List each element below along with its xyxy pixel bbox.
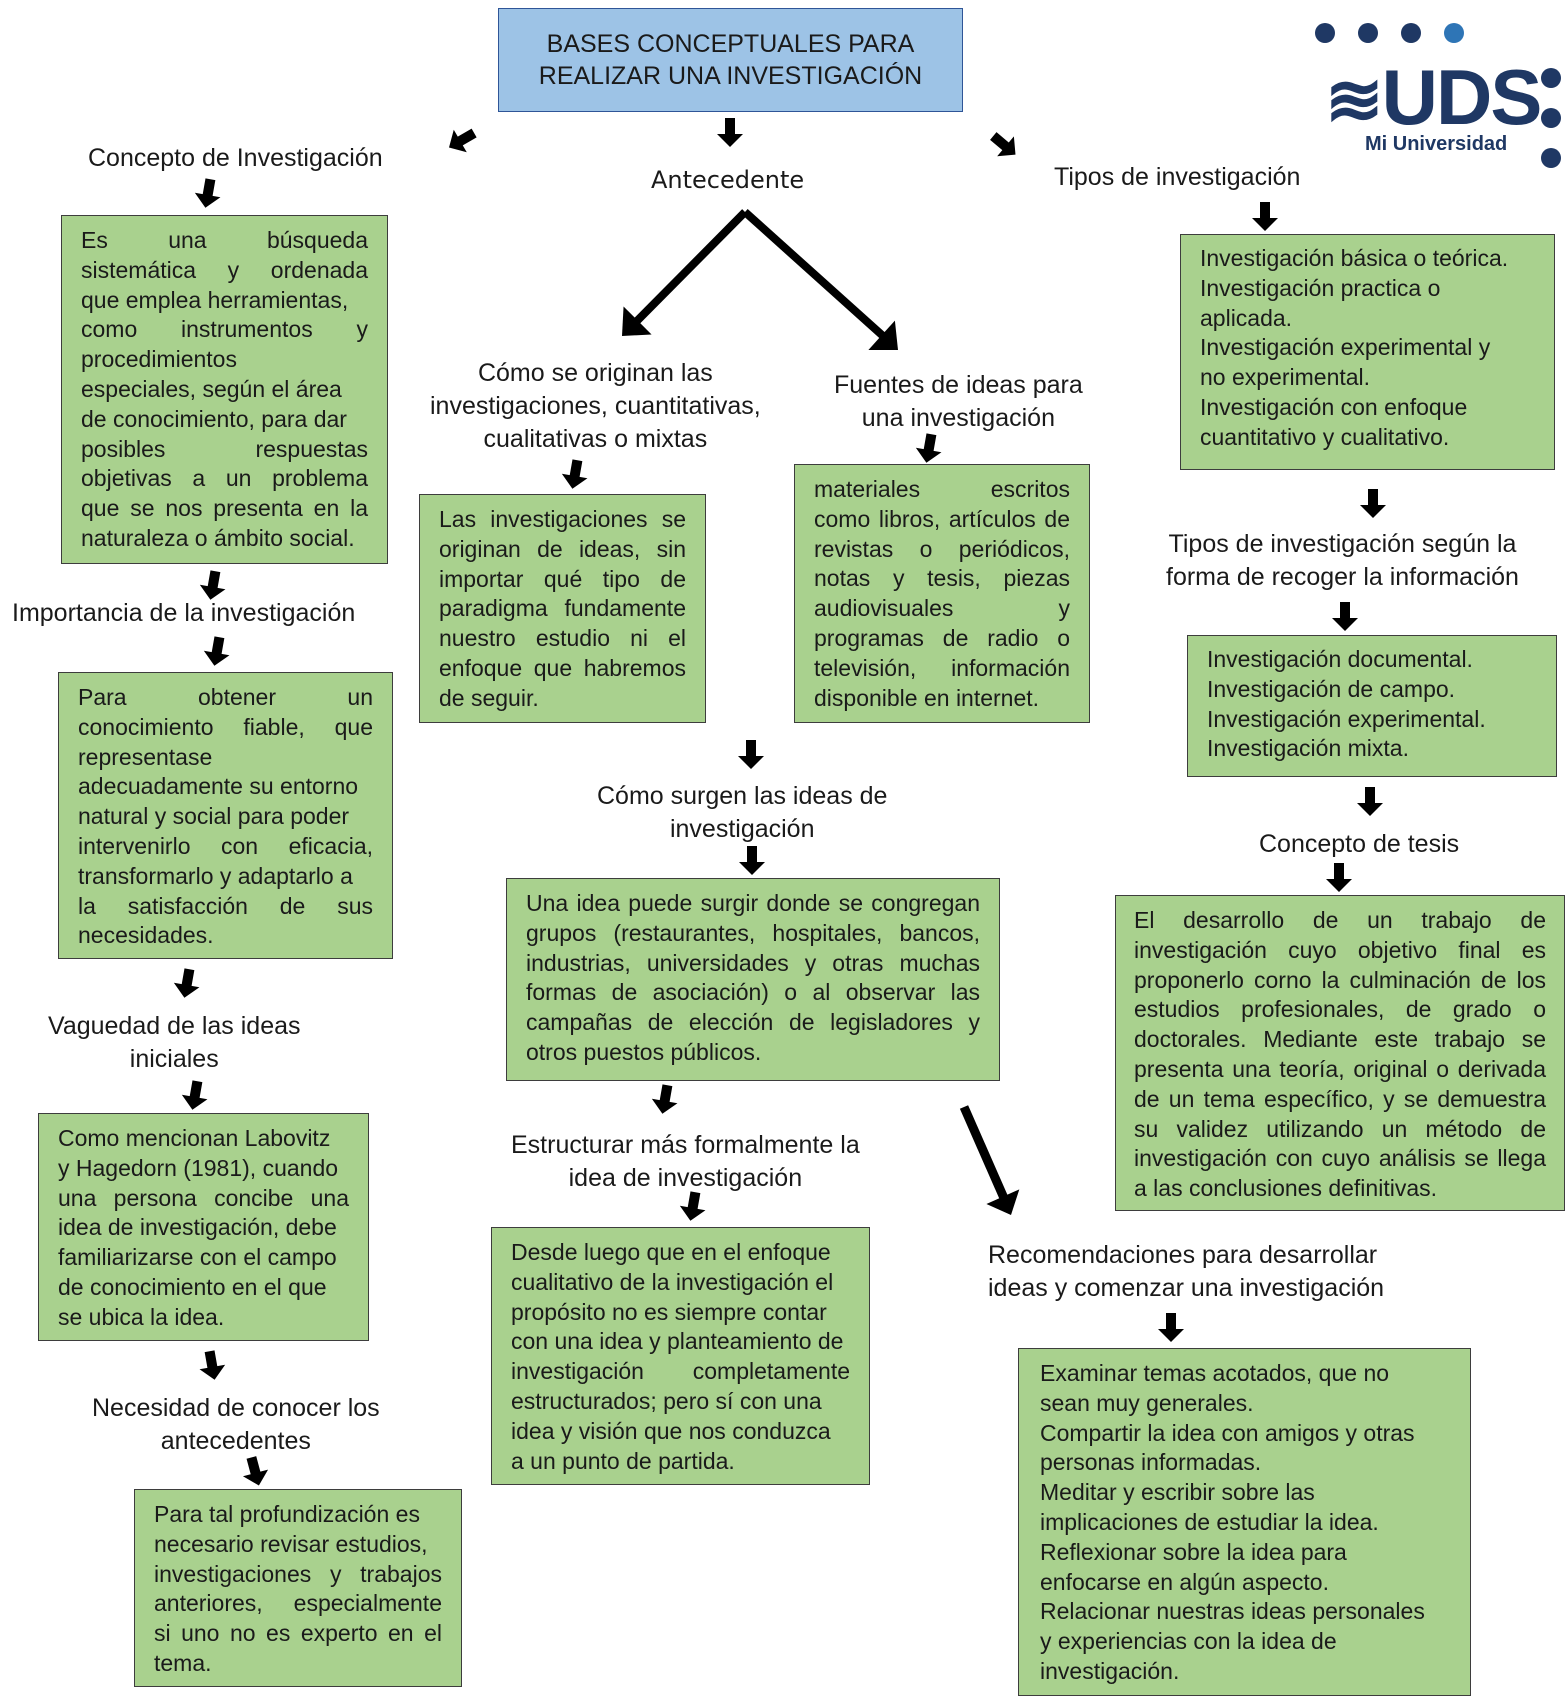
branch-line-left <box>625 209 748 333</box>
arrow-to-importancia-box <box>203 636 230 666</box>
arrow-to-tesis <box>1357 787 1383 816</box>
heading-necesidad: Necesidad de conocer los antecedentes <box>92 1394 380 1455</box>
logo-tagline: Mi Universidad <box>1365 133 1508 155</box>
origen-box: Las investigaciones se originan de ideas… <box>419 494 706 723</box>
arrow-to-fuentes-box <box>915 433 942 463</box>
arrow-to-estructurar <box>651 1084 678 1114</box>
arrow-to-tesis-box <box>1326 863 1352 892</box>
vaguedad-text: Como mencionan Labovitz y Hagedorn (1981… <box>58 1125 349 1330</box>
logo-dot <box>1315 23 1335 43</box>
arrow-to-vaguedad <box>173 968 200 998</box>
estructurar-text: Desde luego que en el enfoque cualitativ… <box>511 1239 850 1474</box>
heading-tipos-forma: Tipos de investigación según la forma de… <box>1166 530 1519 591</box>
tipos-box: Investigación básica o teórica. Investig… <box>1180 234 1555 470</box>
estructurar-box: Desde luego que en el enfoque cualitativ… <box>491 1227 870 1485</box>
heading-origen: Cómo se originan las investigaciones, cu… <box>430 359 761 453</box>
surgen-box: Una idea puede surgir donde se congregan… <box>506 878 1000 1081</box>
tesis-box: El desarrollo de un trabajo de investiga… <box>1115 895 1565 1211</box>
logo-dot <box>1541 148 1561 168</box>
arrow-to-estructurar-box <box>679 1191 706 1221</box>
heading-concepto: Concepto de Investigación <box>88 144 383 172</box>
recomendaciones-text: Examinar temas acotados, que no sean muy… <box>1040 1360 1425 1684</box>
logo-dot <box>1358 23 1378 43</box>
arrow-to-tipos-forma <box>1360 489 1386 518</box>
heading-surgen: Cómo surgen las ideas de investigación <box>597 782 888 843</box>
title-line: REALIZAR UNA INVESTIGACIÓN <box>538 62 923 90</box>
origen-text: Las investigaciones se originan de ideas… <box>439 506 686 711</box>
wave-icon: ≋ <box>1325 61 1384 139</box>
arrow-to-antecedente <box>717 118 743 147</box>
diagonal-line-recomendaciones <box>959 1105 1012 1207</box>
logo-wordmark: ≋UDS <box>1325 53 1542 141</box>
title-line: BASES CONCEPTUALES PARA <box>546 30 915 58</box>
diagram-title: BASES CONCEPTUALES PARA REALIZAR UNA INV… <box>498 8 963 112</box>
heading-importancia: Importancia de la investigación <box>12 599 356 627</box>
arrow-head-recomendaciones <box>986 1189 1020 1215</box>
arrow-to-importancia <box>199 570 226 600</box>
logo-dot <box>1401 23 1421 43</box>
heading-estructurar: Estructurar más formalmente la idea de i… <box>511 1131 860 1192</box>
importancia-box: Para obtener un conocimiento fiable, que… <box>58 672 393 959</box>
arrow-to-necesidad <box>199 1350 226 1380</box>
vaguedad-box: Como mencionan Labovitz y Hagedorn (1981… <box>38 1113 369 1341</box>
arrow-to-vaguedad-box <box>181 1080 208 1110</box>
necesidad-box: Para tal profundización es necesario rev… <box>134 1489 462 1687</box>
branch-line-right <box>742 209 896 348</box>
heading-fuentes: Fuentes de ideas para una investigación <box>834 371 1083 432</box>
uds-logo: ≋UDS Mi Universidad <box>1305 18 1567 178</box>
heading-tipos: Tipos de investigación <box>1054 163 1301 191</box>
fuentes-text: materiales escritos como libros, artícul… <box>814 476 1070 711</box>
arrow-head-left <box>622 306 652 336</box>
logo-dot <box>1541 108 1561 128</box>
heading-tesis: Concepto de tesis <box>1259 830 1460 858</box>
arrow-to-surgen-box <box>739 846 765 875</box>
arrow-to-surgen <box>738 740 764 769</box>
arrow-to-concepto-box <box>194 178 221 208</box>
arrow-to-tipos-box <box>1252 202 1278 231</box>
arrow-to-recomendaciones-box <box>1158 1313 1184 1342</box>
heading-antecedente: Antecedente <box>651 166 805 194</box>
arrow-to-necesidad-box <box>242 1456 269 1486</box>
arrow-to-tipos-forma-box <box>1332 602 1358 631</box>
logo-dot <box>1541 68 1561 88</box>
tesis-text: El desarrollo de un trabajo de investiga… <box>1134 907 1546 1202</box>
heading-recomendaciones: Recomendaciones para desarrollar ideas y… <box>988 1241 1385 1302</box>
surgen-text: Una idea puede surgir donde se congregan… <box>526 890 980 1065</box>
concepto-box: Es una búsqueda sistemática y ordenada q… <box>61 215 388 564</box>
tipos-forma-box: Investigación documental. Investigación … <box>1187 635 1557 777</box>
tipos-forma-text: Investigación documental. Investigación … <box>1207 646 1486 762</box>
heading-vaguedad: Vaguedad de las ideas iniciales <box>48 1012 301 1073</box>
tipos-text: Investigación básica o teórica. Investig… <box>1200 245 1509 450</box>
necesidad-text: Para tal profundización es necesario rev… <box>154 1501 442 1676</box>
logo-dot <box>1444 23 1464 43</box>
importancia-text: Para obtener un conocimiento fiable, que… <box>78 684 373 949</box>
arrow-to-concepto <box>449 128 477 153</box>
arrow-to-origen-box <box>561 459 588 489</box>
concepto-text: Es una búsqueda sistemática y ordenada q… <box>81 227 368 551</box>
recomendaciones-box: Examinar temas acotados, que no sean muy… <box>1018 1348 1471 1696</box>
arrow-to-tipos <box>990 132 1016 157</box>
arrow-head-right <box>868 320 898 350</box>
fuentes-box: materiales escritos como libros, artícul… <box>794 464 1090 723</box>
